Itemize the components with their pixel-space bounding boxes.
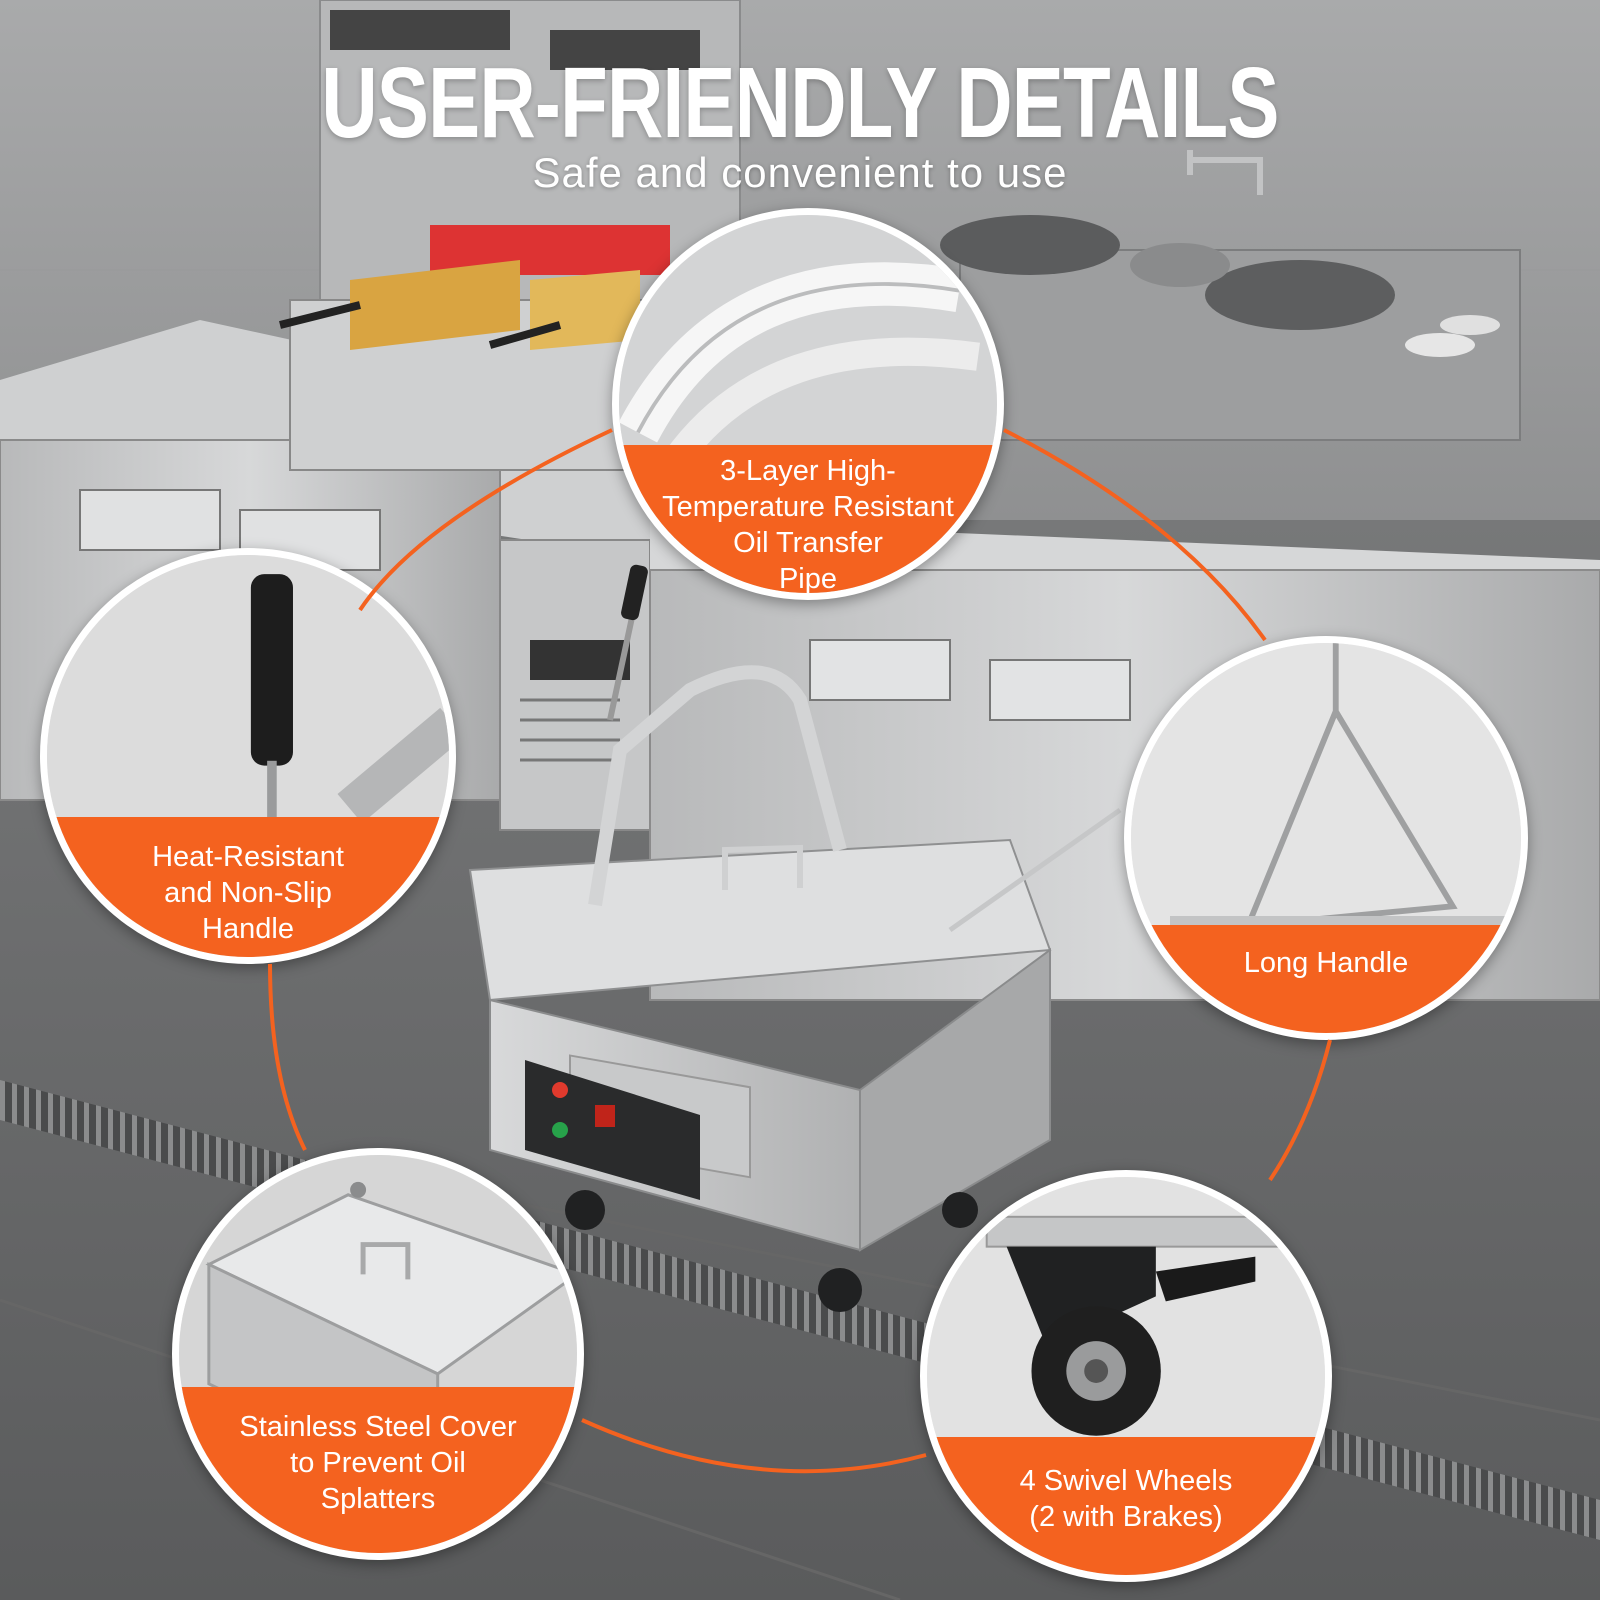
label-line: Temperature Resistant [662, 491, 954, 523]
callout-heat-resistant-handle: Heat-Resistant and Non-Slip Handle [40, 548, 456, 964]
callout-label: Long Handle [1131, 945, 1521, 981]
callout-label: Stainless Steel Cover to Prevent Oil Spl… [179, 1409, 577, 1517]
label-line: Heat-Resistant [152, 841, 344, 873]
label-line: and Non-Slip [164, 877, 332, 909]
callout-swivel-wheels: 4 Swivel Wheels (2 with Brakes) [920, 1170, 1332, 1582]
label-line: 3-Layer High- [720, 455, 896, 487]
callout-label: 4 Swivel Wheels (2 with Brakes) [927, 1463, 1325, 1535]
callout-oil-transfer-pipe: 3-Layer High- Temperature Resistant Oil … [612, 208, 1004, 600]
label-line: (2 with Brakes) [1029, 1501, 1223, 1533]
callout-label: Heat-Resistant and Non-Slip Handle [47, 839, 449, 947]
label-line: 4 Swivel Wheels [1019, 1465, 1233, 1497]
callout-label: 3-Layer High- Temperature Resistant Oil … [619, 453, 997, 595]
label-line: Handle [202, 913, 294, 945]
label-line: Pipe [778, 563, 838, 595]
callout-long-handle: Long Handle [1124, 636, 1528, 1040]
label-band [927, 1437, 1325, 1575]
label-line: Splatters [320, 1483, 436, 1515]
label-line: Long Handle [1243, 947, 1409, 979]
label-band [47, 817, 449, 957]
callout-stainless-steel-cover: Stainless Steel Cover to Prevent Oil Spl… [172, 1148, 584, 1560]
label-band [179, 1387, 577, 1553]
label-line: Oil Transfer [733, 527, 883, 559]
label-band [1131, 925, 1521, 1033]
label-line: to Prevent Oil [290, 1447, 466, 1479]
page-title: USER-FRIENDLY DETAILS [321, 47, 1279, 159]
label-line: Stainless Steel Cover [239, 1411, 517, 1443]
page-subtitle: Safe and convenient to use [532, 149, 1068, 196]
label-band [619, 445, 997, 593]
